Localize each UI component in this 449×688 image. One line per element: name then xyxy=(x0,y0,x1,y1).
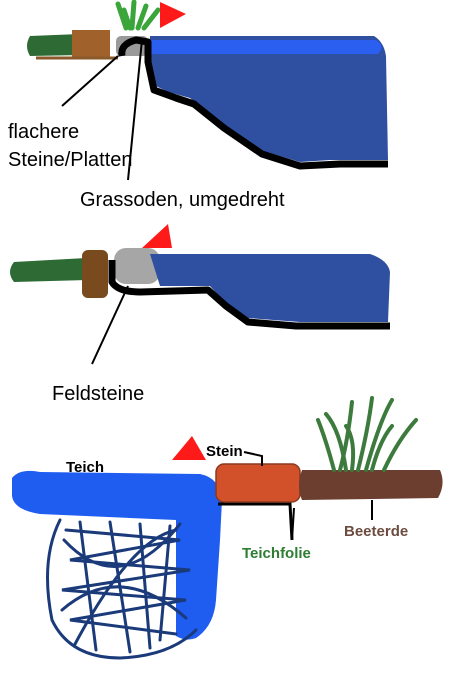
leader-flat-stones xyxy=(61,55,119,107)
soil-block xyxy=(72,30,110,58)
pond-liner-top xyxy=(118,36,388,170)
stone-block xyxy=(215,463,301,503)
label-soil: Beeterde xyxy=(344,523,408,540)
leader-field-stones xyxy=(91,285,129,365)
label-flat-stones-line2: Steine/Platten xyxy=(8,149,133,171)
label-liner: Teichfolie xyxy=(242,545,311,562)
grass-strip-middle xyxy=(10,258,88,282)
pond-liner-bottom xyxy=(218,502,294,541)
field-stones xyxy=(114,248,160,284)
soil-block-middle xyxy=(82,250,108,298)
water-body-top xyxy=(150,36,388,162)
label-turf: Grassoden, umgedreht xyxy=(80,189,285,211)
water-body-bottom xyxy=(12,470,222,640)
marker-triangle-bottom xyxy=(172,436,206,460)
label-pond: Teich xyxy=(66,459,104,476)
panel-top: flachere Steine/Platten Grassoden, umged… xyxy=(8,0,388,211)
plant-clump xyxy=(316,396,418,472)
water-surface-top xyxy=(150,40,382,54)
water-scribble xyxy=(46,518,198,660)
panel-middle: Feldsteine xyxy=(10,224,390,405)
panel-bottom: Teich Stein Teichfolie Beeterde xyxy=(12,396,443,660)
liner-leader xyxy=(291,507,295,541)
label-stone: Stein xyxy=(206,443,243,460)
label-flat-stones-line1: flachere xyxy=(8,121,79,143)
soil-bed xyxy=(299,470,443,500)
grass-strip xyxy=(27,34,82,56)
marker-triangle-top xyxy=(160,2,186,28)
marker-triangle-middle xyxy=(142,224,172,248)
leader-turf xyxy=(127,39,143,181)
plant-tuft xyxy=(115,0,161,31)
water-body-middle xyxy=(150,254,390,322)
label-field-stones: Feldsteine xyxy=(52,383,144,405)
stone-leader xyxy=(243,451,263,466)
pond-liner-middle xyxy=(108,260,390,330)
